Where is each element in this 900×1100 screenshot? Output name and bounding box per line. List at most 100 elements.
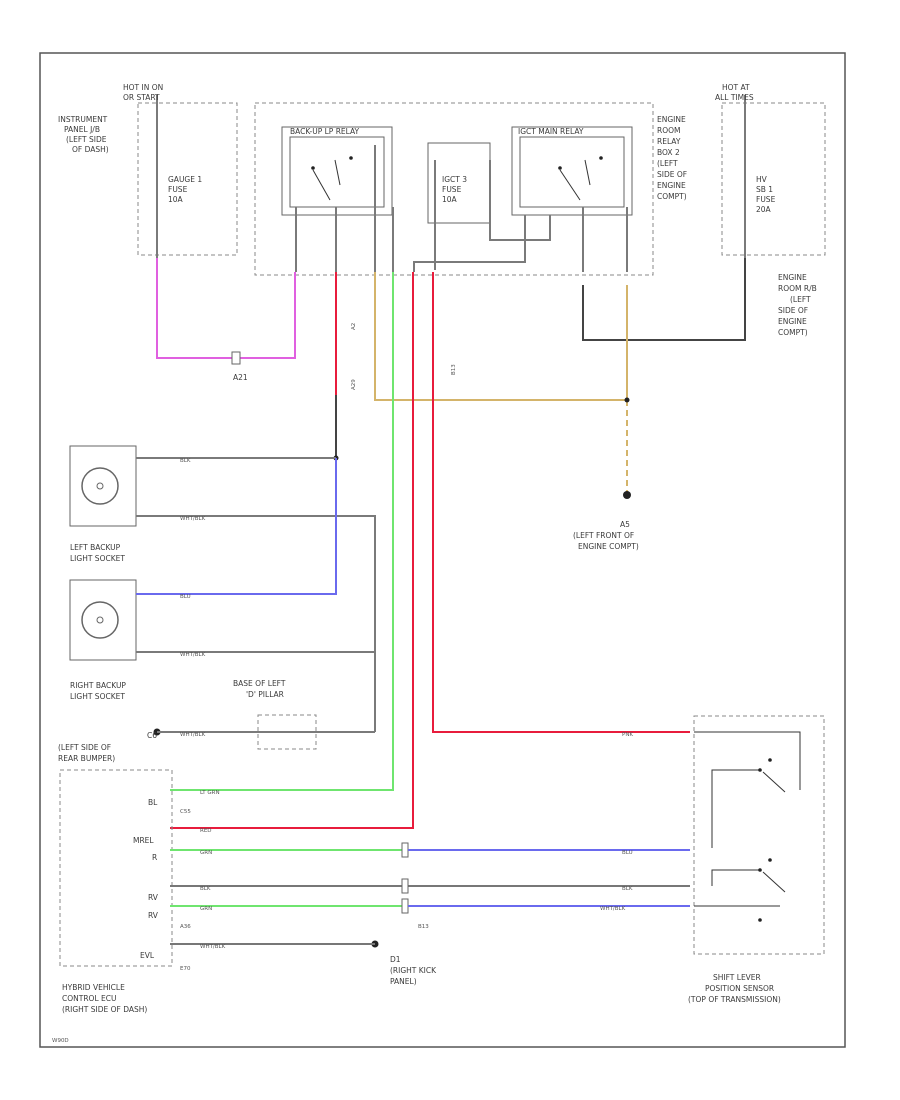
ground-d1-2: (RIGHT KICK — [390, 966, 437, 975]
ecu-pin-bl: BL — [148, 798, 158, 807]
engine-room-relay-box — [254, 102, 654, 276]
ground-c6-2: (LEFT SIDE OF — [58, 743, 111, 752]
hv-fuse-3: FUSE — [756, 195, 776, 204]
er-rb-3: (LEFT — [790, 295, 811, 304]
conn-a21: A21 — [233, 373, 248, 382]
red-wire — [432, 272, 690, 733]
tan-wire — [374, 272, 627, 401]
hv-fuse-1: HV — [756, 175, 768, 184]
gauge-fuse-1: GAUGE 1 — [168, 175, 202, 184]
diagram-frame — [39, 52, 846, 1048]
er-rb-2: ROOM R/B — [778, 284, 817, 293]
ip-jb-4: OF DASH) — [72, 145, 109, 154]
ign-relay-label: IGCT MAIN RELAY — [518, 127, 584, 136]
ground-a5-3: ENGINE COMPT) — [578, 542, 639, 551]
hv-ecu-3: (RIGHT SIDE OF DASH) — [62, 1005, 147, 1014]
instrument-panel-jb — [137, 102, 238, 256]
right-backup-socket — [69, 579, 137, 661]
shift-sensor-3: (TOP OF TRANSMISSION) — [688, 995, 781, 1004]
ip-jb-1: INSTRUMENT — [58, 115, 108, 124]
pillar-2: 'D' PILLAR — [246, 690, 284, 699]
wire-label-blu-2: BLU — [622, 850, 633, 856]
ground-c6-3: REAR BUMPER) — [58, 754, 115, 763]
ign-fuse-3: 10A — [442, 195, 458, 204]
er-rb-1: ENGINE — [778, 273, 807, 282]
blue-wire-socket — [136, 458, 337, 595]
er-relay-4: BOX 2 — [657, 148, 680, 157]
hv-fuse-4: 20A — [756, 205, 772, 214]
ground-d1-1: D1 — [390, 955, 401, 964]
ign-fuse-1: IGCT 3 — [442, 175, 467, 184]
footer-code: W90D — [52, 1038, 69, 1044]
gauge-fuse-3: 10A — [168, 195, 184, 204]
hot-all-label-1: HOT AT — [722, 83, 750, 92]
right-socket-1: RIGHT BACKUP — [70, 681, 126, 690]
shift-sensor-1: SHIFT LEVER — [713, 973, 761, 982]
wire-label-whtblk-2: WHT/BLK — [180, 652, 206, 658]
ecu-pin-rv2: RV — [148, 911, 159, 920]
ecu-pin-evl: EVL — [140, 951, 155, 960]
wire-label-whtblk-3: WHT/BLK — [180, 732, 206, 738]
hv-control-ecu — [59, 769, 173, 967]
wire-label-blk-1: BLK — [180, 458, 191, 464]
pillar-1: BASE OF LEFT — [233, 679, 286, 688]
wire-label-red: RED — [200, 828, 212, 834]
pink-wire — [156, 258, 296, 359]
hot-start-label-1: HOT IN ON — [123, 83, 163, 92]
left-socket-2: LIGHT SOCKET — [70, 554, 125, 563]
right-socket-2: LIGHT SOCKET — [70, 692, 125, 701]
hv-ecu-1: HYBRID VEHICLE — [62, 983, 125, 992]
wire-label-whtblk-1: WHT/BLK — [180, 516, 206, 522]
ecu-pin-rv1: RV — [148, 893, 159, 902]
wire-label-blk-3: BLK — [622, 886, 633, 892]
b13-conn: B13 — [418, 924, 429, 930]
er-rb-6: COMPT) — [778, 328, 808, 337]
ip-jb-3: (LEFT SIDE — [66, 135, 107, 144]
er-relay-1: ENGINE — [657, 115, 686, 124]
ecu-conn-e70: E70 — [180, 966, 191, 972]
hot-all-label-2: ALL TIMES — [715, 93, 754, 102]
left-socket-1: LEFT BACKUP — [70, 543, 121, 552]
wire-label-pnk: PNK — [622, 732, 633, 738]
hot-start-label-2: OR START — [123, 93, 160, 102]
shift-sensor-2: POSITION SENSOR — [705, 984, 774, 993]
wire-label-grn-1: GRN — [200, 850, 212, 856]
wire-label-whtblk-4: WHT/BLK — [200, 944, 226, 950]
er-relay-3: RELAY — [657, 137, 681, 146]
ign-fuse-2: FUSE — [442, 185, 462, 194]
wire-label-blu-1: BLU — [180, 594, 191, 600]
er-rb-4: SIDE OF — [778, 306, 808, 315]
ground-c6-1: C6 — [147, 731, 157, 740]
er-relay-7: ENGINE — [657, 181, 686, 190]
er-relay-8: COMPT) — [657, 192, 687, 201]
lt-green-wire — [170, 272, 394, 791]
ip-jb-2: PANEL J/B — [64, 125, 100, 134]
wire-label-whtblk-5: WHT/BLK — [600, 906, 626, 912]
backup-relay-label: BACK-UP LP RELAY — [290, 127, 360, 136]
ground-d1-3: PANEL) — [390, 977, 417, 986]
er-relay-6: SIDE OF — [657, 170, 687, 179]
ecu-conn-c55: C55 — [180, 809, 191, 815]
ecu-pin-mrel: MREL — [133, 836, 154, 845]
hv-fuse-2: SB 1 — [756, 185, 773, 194]
hv-ecu-2: CONTROL ECU — [62, 994, 116, 1003]
ground-a5-1: A5 — [620, 520, 630, 529]
er-relay-5: (LEFT — [657, 159, 678, 168]
wire-label-grn-2: GRN — [200, 906, 212, 912]
ecu-pin-r: R — [152, 853, 157, 862]
conn-a29: A29 — [351, 379, 357, 390]
engine-room-rb — [721, 102, 826, 256]
wire-label-blk-2: BLK — [200, 886, 211, 892]
ground-a5-2: (LEFT FRONT OF — [573, 531, 634, 540]
er-relay-2: ROOM — [657, 126, 681, 135]
gauge-fuse-2: FUSE — [168, 185, 188, 194]
wire-label-ltgrn: LT GRN — [200, 790, 220, 796]
er-rb-5: ENGINE — [778, 317, 807, 326]
conn-a2: A2 — [351, 323, 357, 330]
ign-main-relay — [511, 126, 633, 216]
conn-b13-top: B13 — [451, 364, 457, 375]
ecu-conn-a36: A36 — [180, 924, 191, 930]
shift-lever-sensor — [693, 715, 825, 955]
left-backup-socket — [69, 445, 137, 527]
